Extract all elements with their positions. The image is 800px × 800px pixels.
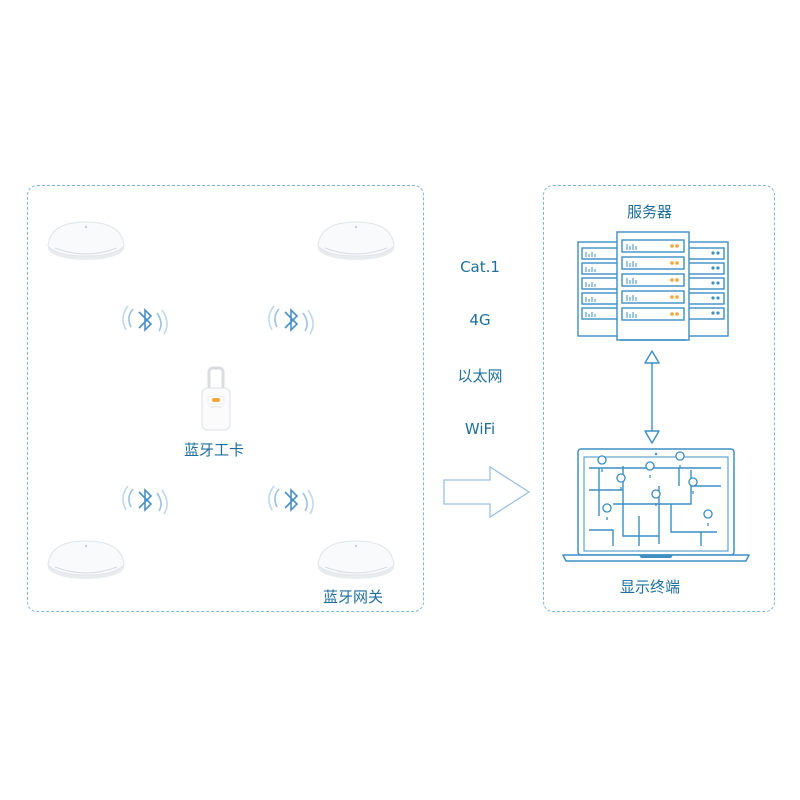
gateway-icon-top-right: [317, 221, 395, 260]
bluetooth-area-panel: [27, 185, 424, 612]
terminal-label: 显示终端: [620, 578, 681, 596]
bluetooth-icon-bottom-left: [122, 485, 168, 515]
laptop-map-icon: [562, 448, 750, 562]
card-label: 蓝牙工卡: [184, 441, 245, 459]
badge-icon: [201, 366, 231, 431]
protocol-ethernet: 以太网: [457, 367, 503, 385]
gateway-icon-bottom-right: [317, 540, 395, 579]
platform-panel: [543, 185, 775, 612]
bluetooth-icon-top-left: [122, 305, 168, 335]
server-rack-icon: [577, 231, 729, 341]
bidirectional-arrow-icon: [644, 350, 660, 444]
protocol-cat1: Cat.1: [460, 258, 500, 276]
protocol-4g: 4G: [469, 311, 491, 329]
server-label: 服务器: [627, 203, 673, 221]
arrow-right-icon: [443, 465, 531, 519]
bluetooth-icon-bottom-right: [268, 485, 314, 515]
gateway-label: 蓝牙网关: [323, 588, 384, 606]
bluetooth-icon-top-right: [268, 305, 314, 335]
gateway-icon-bottom-left: [47, 540, 125, 579]
protocol-wifi: WiFi: [464, 420, 496, 438]
gateway-icon-top-left: [47, 221, 125, 260]
